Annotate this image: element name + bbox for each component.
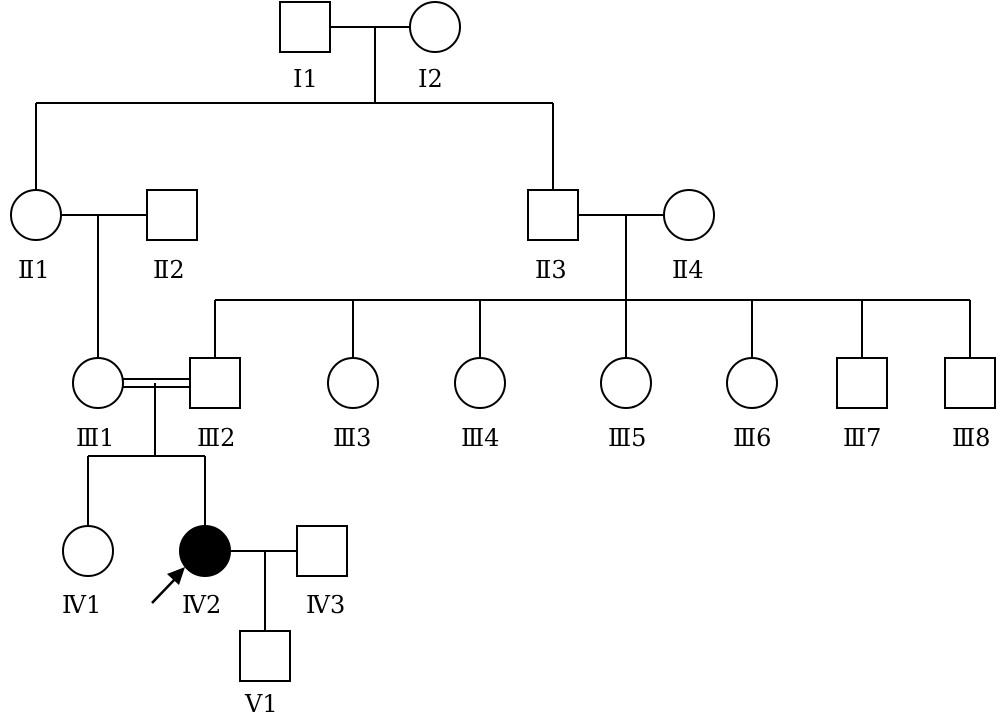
individual-iv1-circle: [62, 525, 114, 577]
individual-iv3-square: [296, 525, 348, 577]
individuals: [10, 1, 996, 682]
label-iii8: Ⅲ8: [952, 424, 990, 452]
individual-iii4-circle: [454, 357, 506, 409]
individual-iii1-circle: [72, 357, 124, 409]
label-ii2: Ⅱ2: [153, 256, 185, 284]
label-iii3: Ⅲ3: [333, 424, 371, 452]
label-iv1: Ⅳ1: [62, 591, 101, 619]
label-i2: Ⅰ2: [418, 65, 443, 93]
individual-ii4-circle: [663, 189, 715, 241]
proband-arrow: [151, 567, 185, 604]
individual-i1-square: [279, 1, 331, 53]
individual-iii5-circle: [600, 357, 652, 409]
individual-ii2-square: [146, 189, 198, 241]
individual-ii1-circle: [10, 189, 62, 241]
individual-i2-circle: [409, 1, 461, 53]
label-ii4: Ⅱ4: [672, 256, 704, 284]
individual-iii3-circle: [327, 357, 379, 409]
label-iii6: Ⅲ6: [733, 424, 771, 452]
proband-arrow-head: [167, 567, 185, 585]
label-iii2: Ⅲ2: [197, 424, 235, 452]
label-iii4: Ⅲ4: [461, 424, 499, 452]
label-iii7: Ⅲ7: [843, 424, 881, 452]
proband-arrow-shaft: [151, 577, 177, 604]
label-i1: Ⅰ1: [293, 65, 318, 93]
label-ii1: Ⅱ1: [18, 256, 50, 284]
label-iii1: Ⅲ1: [76, 424, 114, 452]
individual-iii2-square: [189, 357, 241, 409]
individual-v1-square: [239, 630, 291, 682]
label-ii3: Ⅱ3: [535, 256, 567, 284]
individual-iii8-square: [944, 357, 996, 409]
individual-ii3-square: [527, 189, 579, 241]
individual-iii7-square: [836, 357, 888, 409]
individual-iii6-circle: [726, 357, 778, 409]
relationship-lines: [35, 26, 971, 631]
label-iv3: Ⅳ3: [306, 591, 345, 619]
label-iv2: Ⅳ2: [182, 591, 221, 619]
individual-iv2-circle: [179, 525, 231, 577]
label-iii5: Ⅲ5: [608, 424, 646, 452]
label-v1: Ⅴ1: [244, 690, 278, 718]
